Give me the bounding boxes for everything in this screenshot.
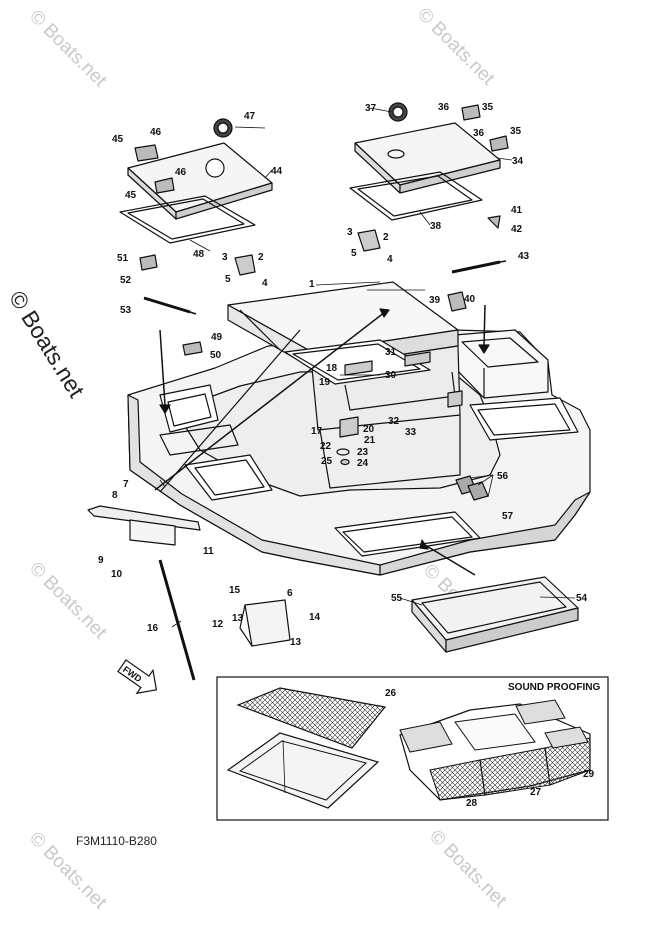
callout-label: 57 [502, 511, 514, 522]
left-gas-strut [143, 296, 191, 314]
sound-pad-tray [226, 732, 380, 809]
left-compartment [159, 384, 219, 433]
callout-label: 22 [320, 441, 332, 452]
long-strut [158, 559, 196, 681]
callout-label: 40 [464, 294, 476, 305]
callout-label: 13 [232, 613, 244, 624]
sound-pad-top [236, 687, 387, 749]
diagram-code: F3M1110-B280 [76, 834, 157, 848]
callout-label: 18 [326, 363, 338, 374]
callout-label: 1 [309, 279, 315, 290]
callout-label: 23 [357, 447, 369, 458]
callout-label: 34 [512, 156, 524, 167]
callout-label: 2 [383, 232, 389, 243]
callout-label: 6 [287, 588, 293, 599]
callout-label: 43 [518, 251, 530, 262]
left-rail [87, 505, 201, 531]
callout-label: 32 [388, 416, 400, 427]
inset-title: SOUND PROOFING [508, 682, 600, 693]
callout-label: 8 [112, 490, 118, 501]
callout-label: 5 [225, 274, 231, 285]
callout-label: 54 [576, 593, 588, 604]
callout-label: 42 [511, 224, 523, 235]
callout-group: 1 2 2 3 3 4 4 5 5 6 7 8 9 10 11 12 13 13… [98, 102, 595, 809]
callout-label: 39 [429, 295, 441, 306]
bracket-plate [244, 599, 291, 647]
hull-rear-face [379, 491, 591, 576]
callout-label: 3 [222, 252, 228, 263]
callout-label: 20 [363, 424, 375, 435]
callout-label: 11 [203, 546, 214, 557]
callout-label: 12 [212, 619, 224, 630]
callout-label: 13 [290, 637, 302, 648]
callout-label: 7 [123, 479, 129, 490]
callout-label: 15 [229, 585, 241, 596]
callout-label: 45 [125, 190, 137, 201]
callout-label: 10 [111, 569, 123, 580]
callout-label: 52 [120, 275, 132, 286]
callout-label: 24 [357, 458, 369, 469]
callout-label: 31 [385, 347, 397, 358]
right-compartment [469, 397, 579, 441]
callout-label: 51 [117, 253, 129, 264]
callout-label: 21 [364, 435, 376, 446]
callout-label: 4 [262, 278, 268, 289]
callout-label: 28 [466, 798, 478, 809]
callout-label: 53 [120, 305, 132, 316]
callout-label: 4 [387, 254, 393, 265]
callout-label: 26 [385, 688, 397, 699]
callout-label: 46 [175, 167, 187, 178]
callout-label: 5 [351, 248, 357, 259]
callout-label: 41 [511, 205, 523, 216]
callout-label: 9 [98, 555, 104, 566]
callout-label: 46 [150, 127, 162, 138]
callout-label: 36 [438, 102, 450, 113]
callout-label: 25 [321, 456, 333, 467]
callout-label: 14 [309, 612, 321, 623]
fwd-arrow-icon: FWD [117, 659, 158, 695]
callout-label: 56 [497, 471, 509, 482]
callout-label: 33 [405, 427, 417, 438]
right-gasket [349, 171, 483, 221]
callout-label: 30 [385, 370, 397, 381]
callout-label: 44 [271, 166, 283, 177]
callout-label: 29 [583, 769, 595, 780]
callout-label: 37 [365, 103, 377, 114]
callout-label: 2 [258, 252, 264, 263]
callout-label: 48 [193, 249, 205, 260]
callout-label: 3 [347, 227, 353, 238]
callout-label: 16 [147, 623, 159, 634]
callout-label: 49 [211, 332, 223, 343]
callout-label: 19 [319, 377, 331, 388]
callout-label: 17 [311, 426, 323, 437]
callout-label: 50 [210, 350, 222, 361]
callout-label: 27 [530, 787, 542, 798]
callout-label: 38 [430, 221, 442, 232]
callout-label: 55 [391, 593, 403, 604]
front-hatch-opening [334, 511, 481, 557]
callout-label: 35 [510, 126, 522, 137]
left-gasket [119, 195, 256, 244]
callout-label: 47 [244, 111, 256, 122]
callout-label: 36 [473, 128, 485, 139]
callout-label: 35 [482, 102, 494, 113]
right-gas-strut [451, 260, 501, 274]
callout-label: 45 [112, 134, 124, 145]
